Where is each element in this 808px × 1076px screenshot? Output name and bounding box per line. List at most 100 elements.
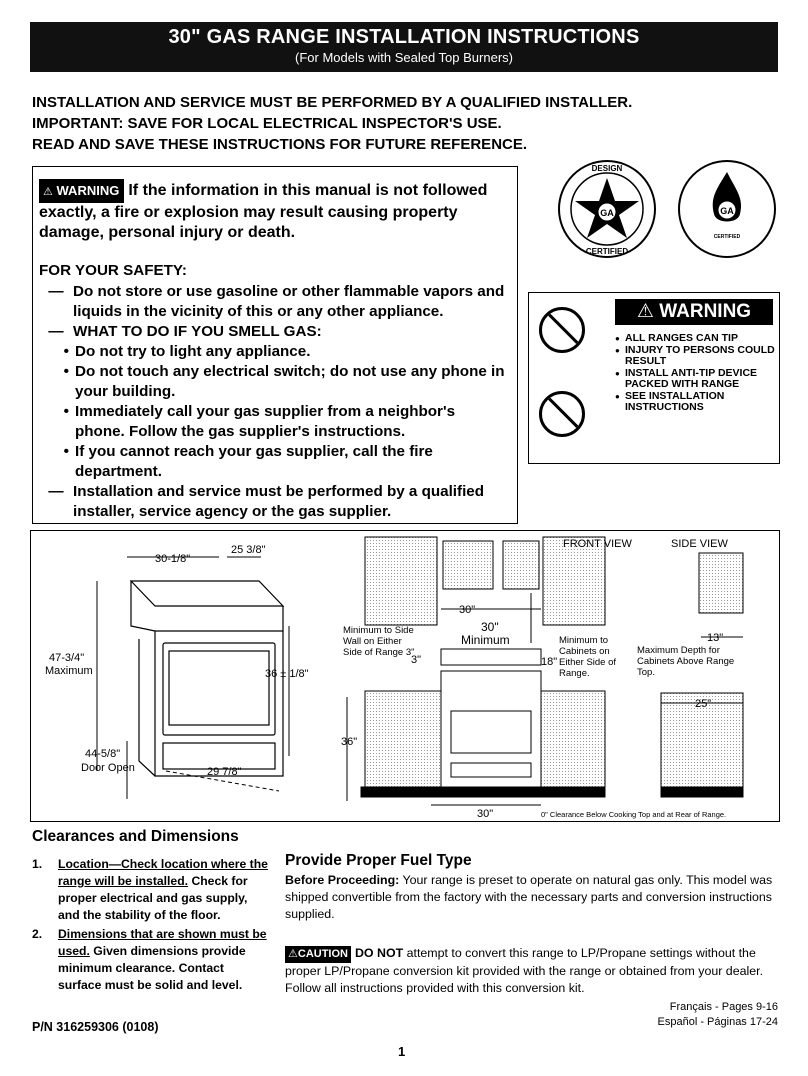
warning-triangle-icon: ⚠ [288, 948, 298, 960]
dash-marker: — [48, 483, 64, 500]
fuel-type-section: Provide Proper Fuel Type Before Proceedi… [285, 852, 780, 997]
clearance-note: 0" Clearance Below Cooking Top and at Re… [541, 810, 726, 819]
caution-tag: ⚠CAUTION [285, 946, 351, 963]
no-tipping-icon [539, 391, 585, 437]
dim-depth-25: 25" [695, 698, 711, 710]
page-number: 1 [398, 1044, 406, 1059]
depth-note-box: Maximum Depth for Cabinets Above Range T… [637, 645, 735, 678]
intro-statements: INSTALLATION AND SERVICE MUST BE PERFORM… [32, 92, 632, 155]
dim-min-upper: 30" [481, 620, 499, 634]
cab-note: Minimum to Cabinets on Either Side of Ra… [559, 635, 617, 679]
bullet-marker: • [63, 363, 69, 380]
clearance-item: 1. Location—Check location where the ran… [32, 856, 270, 924]
dash-marker: — [48, 283, 64, 300]
bullet-marker: • [63, 403, 69, 420]
depth-note: Maximum Depth for Cabinets Above Range T… [637, 645, 735, 678]
language-index: Français - Pages 9-16 Español - Páginas … [658, 1000, 778, 1030]
cab-note-box: Minimum to Cabinets on Either Side of Ra… [559, 635, 617, 679]
seal-top-text: DESIGN [592, 164, 623, 173]
safety-subitem: If you cannot reach your gas supplier, c… [75, 443, 433, 480]
dash-marker: — [48, 323, 64, 340]
dim-width: 30-1/8" [155, 553, 190, 565]
seal-bottom-text: CERTIFIED [586, 247, 628, 256]
warning-tag: ⚠ WARNING [39, 179, 125, 203]
caution-emphasis: DO NOT [354, 946, 404, 960]
french-pages: Français - Pages 9-16 [669, 1001, 778, 1013]
dim-height-max: 47-3/4" [49, 652, 84, 664]
safety-subitem: Immediately call your gas supplier from … [75, 403, 456, 440]
intro-line: INSTALLATION AND SERVICE MUST BE PERFORM… [32, 94, 633, 111]
clearances-heading: Clearances and Dimensions [32, 828, 239, 846]
intro-line: READ AND SAVE THESE INSTRUCTIONS FOR FUT… [32, 136, 528, 153]
item-number: 1. [32, 857, 43, 871]
safety-heading: FOR YOUR SAFETY: [39, 262, 187, 279]
part-number: P/N 316259306 (0108) [32, 1020, 159, 1034]
certified-flame-seal: GA CERTIFIED [678, 160, 776, 258]
spanish-pages: Español - Páginas 17-24 [657, 1016, 778, 1028]
front-view-cabinets [346, 536, 606, 806]
side-view-label: SIDE VIEW [671, 538, 728, 550]
item-number: 2. [32, 927, 43, 941]
clearances-heading-text: Clearances and Dimensions [32, 828, 239, 845]
safety-item: Installation and service must be perform… [73, 483, 485, 520]
side-wall-note: Minimum to Side Wall on Either Side of R… [343, 625, 415, 658]
anti-tip-item: INJURY TO PERSONS COULD RESULT [615, 345, 779, 367]
dim-depth-13: 13" [707, 632, 723, 644]
dimension-drawing: 30-1/8" 25 3/8" 47-3/4" Maximum 36 ± 1/8… [45, 536, 744, 820]
safety-subitem: Do not try to light any appliance. [75, 343, 311, 360]
item-text: Check for proper electrical and gas supp… [58, 874, 248, 922]
flame-seal-caption: CERTIFIED [714, 234, 741, 240]
dim-door-open: 44-5/8" [85, 748, 120, 760]
dim-opening-top: 30" [459, 604, 475, 616]
intro-line: IMPORTANT: SAVE FOR LOCAL ELECTRICAL INS… [32, 115, 502, 132]
dimension-diagram: 30-1/8" 25 3/8" 47-3/4" Maximum 36 ± 1/8… [30, 530, 780, 822]
side-view-drawing [660, 552, 744, 798]
caution-text: attempt to convert this range to LP/Prop… [285, 946, 764, 995]
dim-height-max-label: Maximum [45, 665, 93, 677]
safety-item: Do not store or use gasoline or other fl… [73, 283, 505, 320]
side-wall-note-box: Minimum to Side Wall on Either Side of R… [343, 625, 415, 658]
bullet-marker: • [63, 343, 69, 360]
anti-tip-list: ALL RANGES CAN TIP INJURY TO PERSONS COU… [615, 333, 779, 414]
fuel-text: Your range is preset to operate on natur… [285, 873, 773, 921]
item-emphasis: Location—Check location where the range … [58, 857, 268, 888]
page-subtitle: (For Models with Sealed Top Burners) [295, 50, 513, 65]
fuel-heading: Provide Proper Fuel Type [285, 852, 472, 869]
safety-instructions: FOR YOUR SAFETY: — Do not store or use ga… [39, 261, 509, 522]
warning-tag-label: WARNING [56, 183, 120, 198]
dim-counter-36: 36" [341, 736, 357, 748]
flame-seal-center-text: GA [720, 206, 734, 216]
clearances-list: 1. Location—Check location where the ran… [32, 856, 270, 994]
anti-tip-warning-box: ⚠ WARNING ALL RANGES CAN TIP INJURY TO P… [528, 292, 780, 464]
clearance-item: 2. Dimensions that are shown must be use… [32, 926, 270, 994]
front-view-label: FRONT VIEW [563, 538, 632, 550]
item-emphasis: Dimensions that are shown must be used. [58, 927, 267, 958]
page-title: 30" GAS RANGE INSTALLATION INSTRUCTIONS [168, 26, 640, 48]
safety-subitem: Do not touch any electrical switch; do n… [75, 363, 505, 400]
item-text: Given dimensions provide minimum clearan… [58, 944, 246, 992]
no-climbing-icon [539, 307, 585, 353]
anti-tip-item: SEE INSTALLATION INSTRUCTIONS [615, 391, 779, 413]
dim-depth-top: 25 3/8" [231, 544, 266, 556]
anti-tip-item: INSTALL ANTI-TIP DEVICE PACKED WITH RANG… [615, 368, 779, 390]
fuel-paragraph: Before Proceeding: Your range is preset … [285, 872, 780, 923]
safety-item: WHAT TO DO IF YOU SMELL GAS: [73, 323, 322, 340]
dim-cab-gap: 18" [541, 656, 557, 668]
anti-tip-heading-label: WARNING [659, 301, 752, 322]
dim-side-gap: 3" [411, 654, 421, 666]
warning-triangle-icon: ⚠ [636, 301, 654, 322]
anti-tip-warning-heading: ⚠ WARNING [615, 299, 773, 325]
bullet-marker: • [63, 443, 69, 460]
anti-tip-item: ALL RANGES CAN TIP [615, 333, 779, 345]
dim-depth-bottom: 29 7/8" [207, 766, 242, 778]
dim-counter-height: 36 ± 1/8" [265, 668, 309, 680]
title-banner: 30" GAS RANGE INSTALLATION INSTRUCTIONS … [30, 22, 778, 72]
dim-min-upper-label: Minimum [461, 633, 510, 647]
seal-center-text: GA [600, 208, 614, 218]
warning-text: If the information in this manual is not… [39, 182, 488, 241]
fuel-label: Before Proceeding: [285, 873, 400, 887]
design-certified-seal: GA DESIGN CERTIFIED [558, 160, 656, 258]
